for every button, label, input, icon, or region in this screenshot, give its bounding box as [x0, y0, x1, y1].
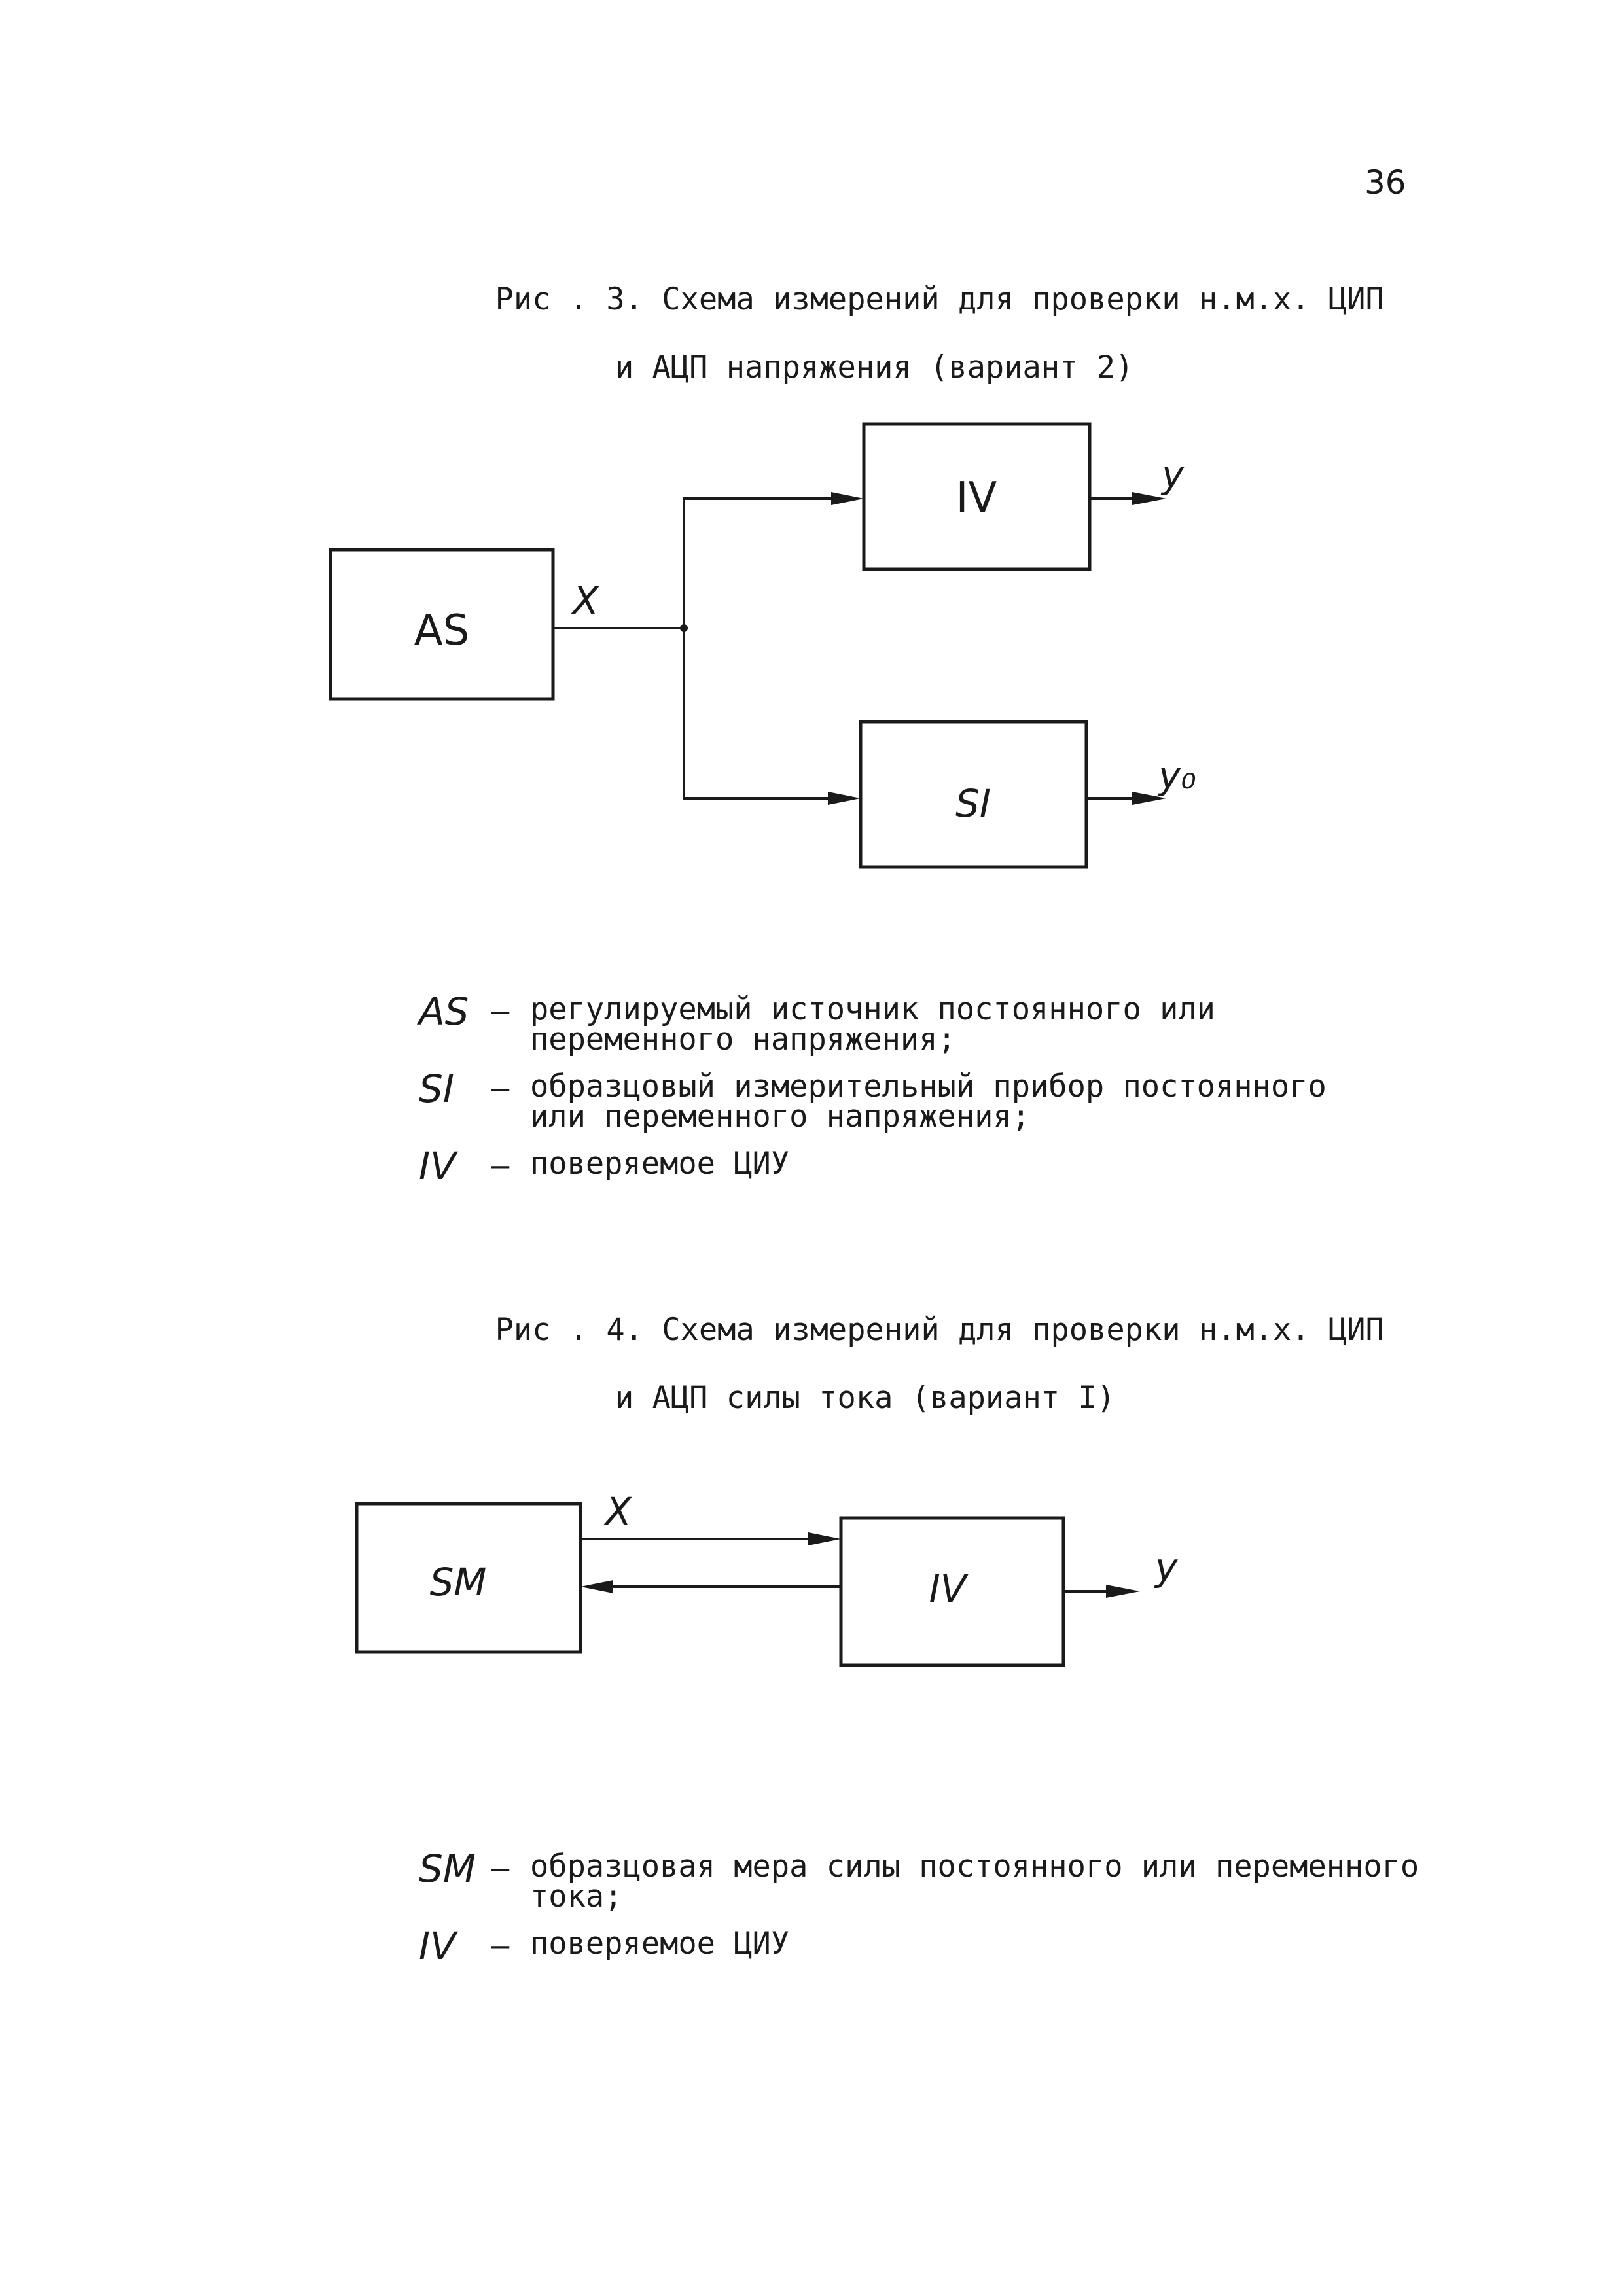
legend-text: регулируемый источник постоянного или пе…	[530, 991, 1215, 1057]
legend-dash: –	[491, 993, 510, 1029]
signal-x-2-label: X	[603, 1489, 632, 1534]
figure-3-caption-line1: Рис . 3. Схема измерений для проверки н.…	[495, 281, 1384, 317]
figure-4-caption-line2: и АЦП силы тока (вариант I)	[615, 1380, 1116, 1416]
arrow-iv-output	[1132, 492, 1166, 505]
figure-4-caption: Рис . 4. Схема измерений для проверки н.…	[458, 1279, 1384, 1449]
legend-item: SM – образцовая мера силы постоянного ил…	[419, 1846, 1544, 1915]
page-number: 36	[1364, 164, 1406, 202]
legend-text: поверяемое ЦИУ	[530, 1926, 790, 1962]
block-sm-label: SM	[430, 1560, 487, 1604]
legend-symbol: IV	[419, 1144, 456, 1188]
wire-to-si	[683, 628, 847, 800]
signal-y-2-label: y	[1154, 1545, 1178, 1589]
signal-y0-label: y₀	[1157, 753, 1196, 798]
legend-item: AS – регулируемый источник постоянного и…	[419, 989, 1544, 1057]
figure-3-legend: AS – регулируемый источник постоянного и…	[419, 989, 1544, 1200]
figure-4-diagram: SM IV X y	[355, 1489, 1178, 1667]
legend-text: образцовый измерительный прибор постоянн…	[530, 1069, 1327, 1135]
block-as	[329, 548, 555, 701]
figure-3-caption: Рис . 3. Схема измерений для проверки н.…	[458, 249, 1384, 419]
legend-item: IV – поверяемое ЦИУ	[419, 1924, 1544, 1968]
signal-x-label: X	[571, 578, 599, 623]
legend-text: поверяемое ЦИУ	[530, 1146, 790, 1182]
legend-symbol: SM	[419, 1846, 476, 1891]
wire-to-iv	[683, 497, 851, 628]
legend-symbol: AS	[419, 989, 469, 1034]
legend-symbol: SI	[419, 1067, 454, 1111]
arrow-si-output	[1132, 792, 1166, 805]
legend-dash: –	[491, 1148, 510, 1184]
legend-dash: –	[491, 1070, 510, 1106]
figure-4-caption-line1: Рис . 4. Схема измерений для проверки н.…	[495, 1312, 1384, 1348]
legend-item: SI – образцовый измерительный прибор пос…	[419, 1067, 1544, 1135]
figure-3-diagram: AS IV SI X y y₀	[329, 422, 1196, 869]
block-si-label: SI	[955, 781, 991, 826]
figure-3-caption-line2: и АЦП напряжения (вариант 2)	[615, 349, 1134, 385]
block-iv-label: IV	[956, 474, 997, 522]
figure-4-legend: SM – образцовая мера силы постоянного ил…	[419, 1846, 1544, 1980]
legend-text: образцовая мера силы постоянного или пер…	[530, 1848, 1419, 1915]
block-iv-2-label: IV	[929, 1566, 969, 1611]
arrow-sm-to-iv	[808, 1532, 841, 1545]
arrow-iv-to-sm	[580, 1580, 613, 1593]
arrow-iv-2-output	[1106, 1585, 1140, 1598]
block-si	[859, 720, 1088, 869]
legend-dash: –	[491, 1928, 510, 1964]
arrow-to-iv	[831, 492, 864, 505]
block-as-label: AS	[414, 607, 469, 655]
signal-y-label: y	[1160, 452, 1185, 497]
legend-item: IV – поверяемое ЦИУ	[419, 1144, 1544, 1188]
legend-symbol: IV	[419, 1924, 456, 1968]
block-iv	[862, 422, 1092, 571]
arrow-to-si	[828, 792, 861, 805]
block-sm	[355, 1502, 582, 1654]
legend-dash: –	[491, 1850, 510, 1886]
